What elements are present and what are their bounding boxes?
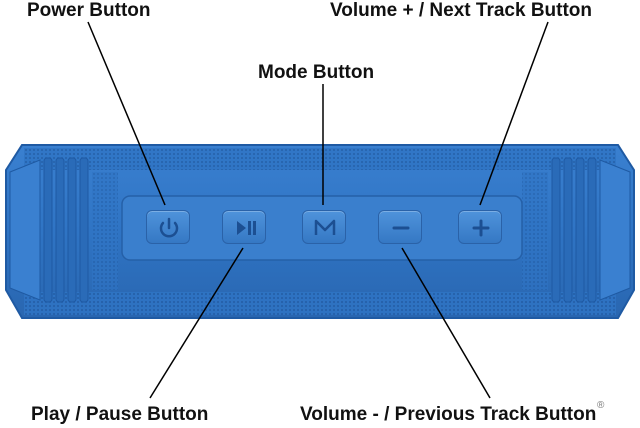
power-button-label: Power Button xyxy=(27,0,151,21)
left-end-ribs xyxy=(9,157,89,303)
play-pause-button[interactable] xyxy=(222,210,266,244)
volume-up-next-label: Volume + / Next Track Button xyxy=(330,0,593,21)
volume-down-button[interactable] xyxy=(378,210,422,244)
mode-button[interactable] xyxy=(302,210,346,244)
mode-letter-icon xyxy=(314,219,336,235)
volume-down-prev-label: Volume - / Previous Track Button xyxy=(300,404,597,425)
mode-button-label: Mode Button xyxy=(258,62,375,83)
grille-top xyxy=(24,148,616,170)
registered-watermark: ® xyxy=(597,400,605,411)
power-icon xyxy=(159,217,179,238)
play-pause-icon xyxy=(237,221,256,235)
minus-icon xyxy=(392,226,410,230)
plus-icon xyxy=(472,219,490,237)
volume-up-button[interactable] xyxy=(458,210,502,244)
power-button[interactable] xyxy=(146,210,190,244)
grille-bottom xyxy=(24,292,616,315)
play-pause-label: Play / Pause Button xyxy=(31,404,209,425)
right-end-ribs xyxy=(551,157,631,303)
